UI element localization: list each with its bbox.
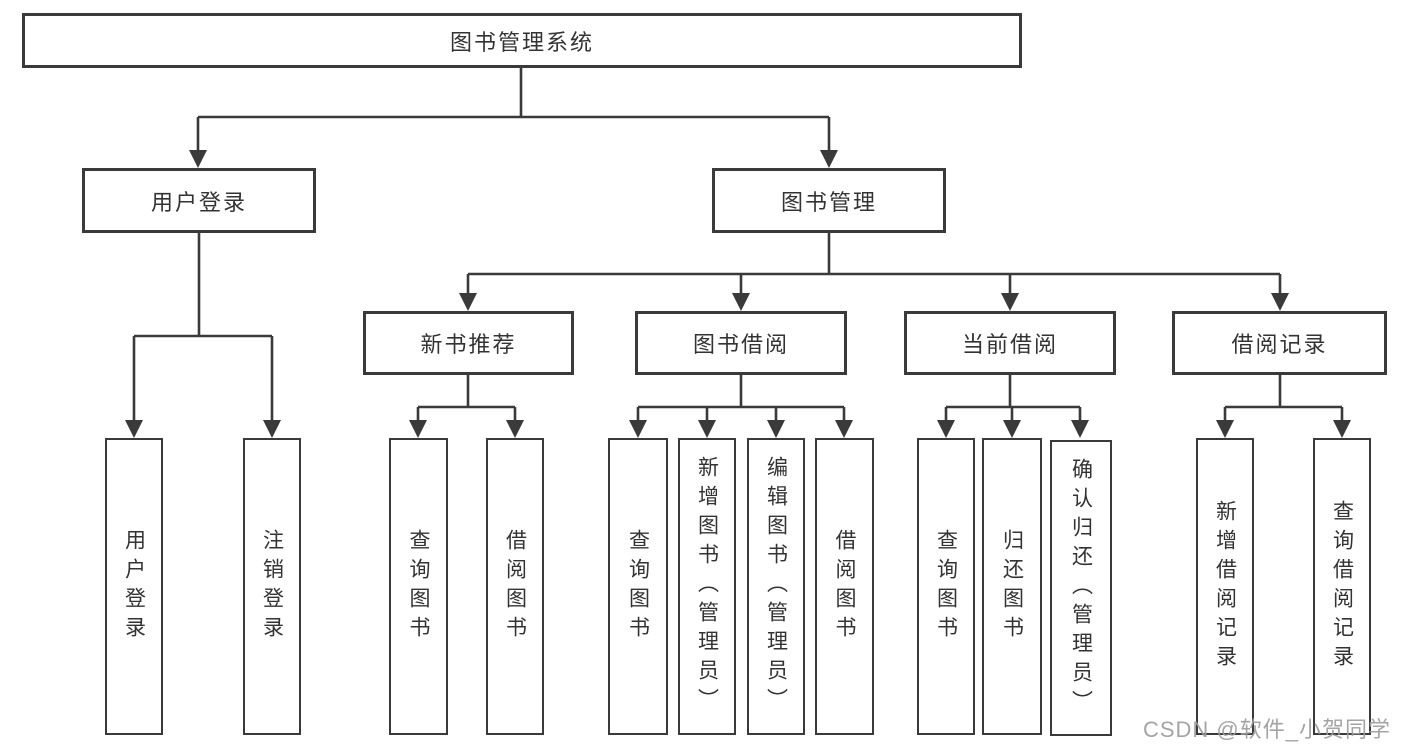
leaf-query-books-borrow: 查询图书 (608, 438, 668, 735)
node-user-login: 用户登录 (82, 168, 316, 233)
leaf-add-books-admin: 新增图书（管理员） (678, 438, 736, 735)
watermark: CSDN @软件_小贺同学 (1142, 717, 1391, 742)
node-book-management: 图书管理 (712, 168, 946, 233)
leaf-add-borrow-record: 新增借阅记录 (1196, 438, 1254, 735)
leaf-query-books-current: 查询图书 (917, 438, 975, 735)
node-borrow-records: 借阅记录 (1172, 311, 1387, 375)
leaf-query-books-recommend: 查询图书 (389, 438, 448, 735)
leaf-borrow-books-recommend: 借阅图书 (486, 438, 544, 735)
leaf-return-books: 归还图书 (982, 438, 1042, 735)
node-current-borrow: 当前借阅 (904, 311, 1116, 375)
leaf-query-borrow-record: 查询借阅记录 (1313, 438, 1371, 735)
leaf-logout-login: 注销登录 (243, 438, 301, 735)
leaf-user-login: 用户登录 (105, 438, 163, 735)
leaf-borrow-books-borrow: 借阅图书 (815, 438, 874, 735)
node-new-book-recommend: 新书推荐 (363, 311, 574, 375)
node-root: 图书管理系统 (22, 13, 1022, 68)
leaf-confirm-return-admin: 确认归还（管理员） (1050, 440, 1112, 736)
node-book-borrow: 图书借阅 (635, 311, 847, 375)
leaf-edit-books-admin: 编辑图书（管理员） (747, 438, 805, 735)
